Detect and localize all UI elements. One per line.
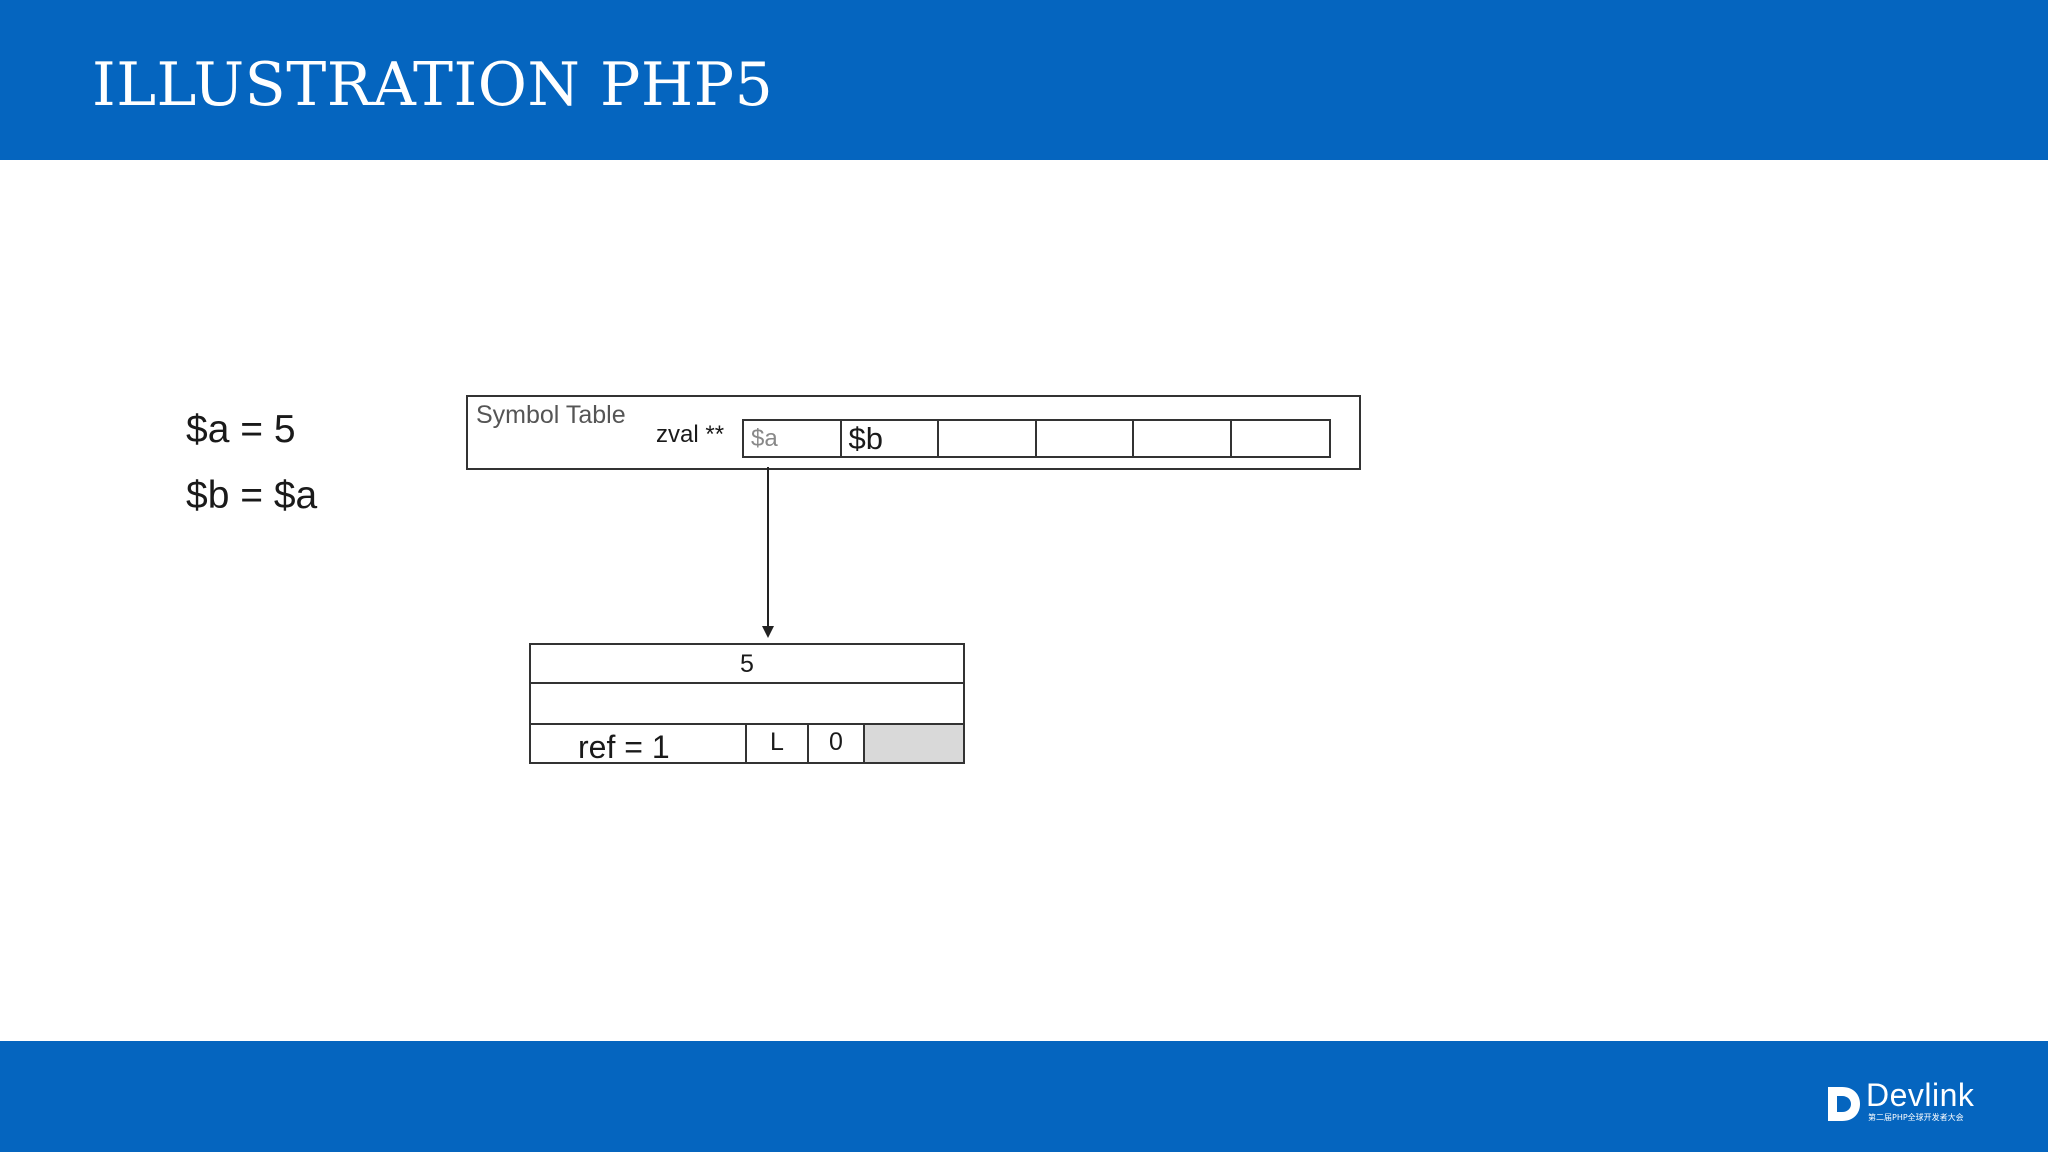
symbol-table: Symbol Table zval ** $a $b [466, 395, 1361, 470]
slide-title: ILLUSTRATION PHP5 [92, 50, 774, 120]
slot-label: $b [848, 421, 883, 456]
symbol-slot-a: $a [744, 421, 842, 456]
slide-footer [0, 1041, 2048, 1152]
zval-pointer-label: zval ** [656, 421, 725, 448]
zval-gray-cell [865, 725, 963, 762]
logo-subtitle: 第二届PHP全球开发者大会 [1868, 1113, 1964, 1122]
zval-type: 0 [829, 728, 843, 756]
devlink-logo: Devlink 第二届PHP全球开发者大会 [1826, 1077, 1986, 1125]
symbol-slot-empty [1134, 421, 1232, 456]
slot-label: $a [751, 425, 778, 452]
symbol-slot-b: $b [842, 421, 939, 456]
zval-flag: L [770, 728, 784, 756]
symbol-table-label: Symbol Table [476, 401, 626, 429]
code-line-1: $a = 5 [186, 408, 296, 451]
logo-text: Devlink [1866, 1077, 1975, 1113]
zval-refcount-cell: ref = 1 [531, 725, 747, 765]
zval-empty-row [531, 684, 963, 725]
zval-container: 5 ref = 1 L 0 [529, 643, 965, 765]
symbol-table-slots: $a $b [742, 419, 1331, 458]
zval-value: 5 [740, 650, 754, 678]
code-line-2: $b = $a [186, 474, 318, 517]
zval-type-cell: 0 [809, 725, 865, 762]
zval-meta-row: ref = 1 L 0 [531, 725, 963, 765]
symbol-slot-empty [1037, 421, 1134, 456]
devlink-logo-icon [1828, 1087, 1860, 1121]
zval-value-row: 5 [531, 645, 963, 684]
slide-header: ILLUSTRATION PHP5 [0, 0, 2048, 160]
zval-flag-cell: L [747, 725, 809, 762]
symbol-slot-empty [939, 421, 1037, 456]
zval-refcount: ref = 1 [578, 729, 670, 765]
